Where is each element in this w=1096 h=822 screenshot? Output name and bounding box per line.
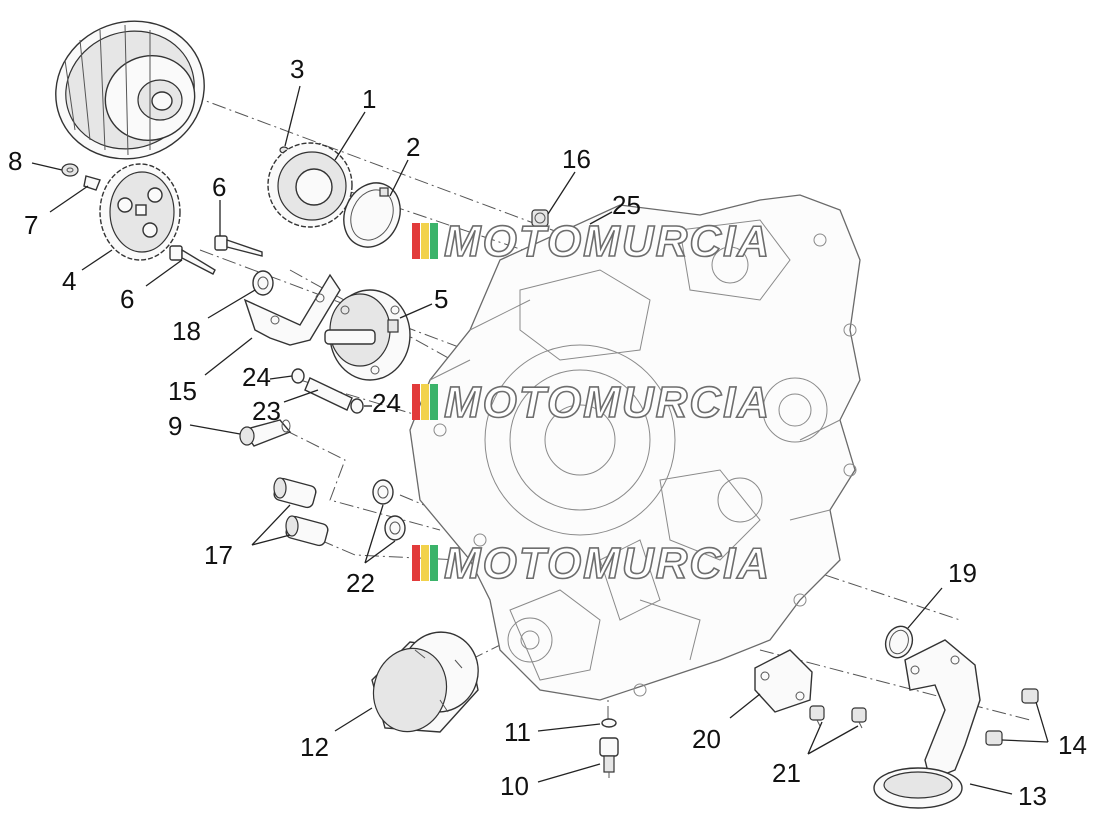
callout-22: 22 bbox=[346, 568, 375, 598]
watermark-text: MOTOMURCIA bbox=[444, 378, 771, 427]
part-5-oil-pump bbox=[324, 289, 411, 381]
callout-2: 2 bbox=[406, 132, 420, 162]
watermark-stripe-red bbox=[412, 223, 420, 259]
callout-6-upper: 6 bbox=[212, 172, 226, 202]
leader-lines bbox=[31, 85, 1049, 795]
callout-16: 16 bbox=[562, 144, 591, 174]
callout-23: 23 bbox=[252, 396, 281, 426]
part-6-bolt-upper bbox=[214, 235, 263, 257]
watermark-stripe-green bbox=[430, 545, 438, 581]
clutch-basket bbox=[55, 20, 205, 160]
part-8-nut bbox=[61, 163, 79, 177]
part-12-oil-filter bbox=[371, 631, 479, 733]
callout-labels: 1 2 3 4 5 6 6 7 8 9 10 11 12 13 14 15 16… bbox=[8, 54, 1087, 811]
part-11-washer bbox=[601, 718, 617, 728]
watermark-stripe-red bbox=[412, 545, 420, 581]
part-14-screw-upper bbox=[1021, 688, 1039, 704]
callout-20: 20 bbox=[692, 724, 721, 754]
callout-19: 19 bbox=[948, 558, 977, 588]
callout-5: 5 bbox=[434, 284, 448, 314]
part-9-plug bbox=[239, 419, 292, 447]
callout-14: 14 bbox=[1058, 730, 1087, 760]
callout-17: 17 bbox=[204, 540, 233, 570]
watermark-middle: MOTOMURCIA bbox=[412, 377, 771, 428]
part-10-sensor bbox=[599, 737, 619, 778]
callout-25: 25 bbox=[612, 190, 641, 220]
callout-9: 9 bbox=[168, 411, 182, 441]
watermark-stripe-yellow bbox=[421, 545, 429, 581]
callout-11: 11 bbox=[504, 717, 531, 747]
callout-15: 15 bbox=[168, 376, 197, 406]
watermark-bottom: MOTOMURCIA bbox=[412, 538, 771, 589]
part-21-screw-right bbox=[851, 707, 867, 729]
part-23-tube bbox=[304, 377, 353, 411]
callout-7: 7 bbox=[24, 210, 38, 240]
callout-18: 18 bbox=[172, 316, 201, 346]
part-18-washer bbox=[252, 270, 274, 296]
part-1-gear bbox=[267, 142, 353, 228]
part-2-ring bbox=[343, 182, 401, 248]
part-17-fitting-lower bbox=[285, 515, 329, 547]
callout-1: 1 bbox=[362, 84, 376, 114]
part-24-oring-left bbox=[291, 368, 305, 384]
crankcase-housing bbox=[409, 194, 861, 701]
watermark-stripe-green bbox=[430, 384, 438, 420]
part-6-bolt-lower bbox=[169, 245, 216, 275]
part-17-fitting-upper bbox=[273, 477, 317, 509]
callout-24-right: 24 bbox=[372, 388, 401, 418]
callout-13: 13 bbox=[1018, 781, 1047, 811]
callout-4: 4 bbox=[62, 266, 76, 296]
callout-24-left: 24 bbox=[242, 362, 271, 392]
part-14-screw-lower bbox=[985, 730, 1003, 746]
part-4-gear bbox=[99, 163, 181, 261]
watermark-text: MOTOMURCIA bbox=[444, 217, 771, 266]
watermark-stripe-red bbox=[412, 384, 420, 420]
part-15-bracket bbox=[243, 273, 341, 346]
part-21-screw-left bbox=[809, 705, 825, 727]
part-20-cover-plate bbox=[754, 649, 813, 713]
part-19-oring bbox=[884, 625, 914, 659]
part-22-washer-lower bbox=[384, 515, 406, 541]
watermark-stripe-yellow bbox=[421, 223, 429, 259]
watermark-stripe-green bbox=[430, 223, 438, 259]
part-13-oil-strainer bbox=[873, 639, 981, 809]
part-22-washer-upper bbox=[372, 479, 394, 505]
callout-6-lower: 6 bbox=[120, 284, 134, 314]
callout-21: 21 bbox=[772, 758, 801, 788]
callout-8: 8 bbox=[8, 146, 22, 176]
watermark-stripe-yellow bbox=[421, 384, 429, 420]
callout-10: 10 bbox=[500, 771, 529, 801]
callout-12: 12 bbox=[300, 732, 329, 762]
callout-3: 3 bbox=[290, 54, 304, 84]
part-7-washer bbox=[83, 175, 101, 191]
part-24-oring-right bbox=[350, 398, 364, 414]
watermark-text: MOTOMURCIA bbox=[444, 539, 771, 588]
watermark-top: MOTOMURCIA bbox=[412, 216, 771, 267]
part-16-plug bbox=[531, 209, 549, 227]
